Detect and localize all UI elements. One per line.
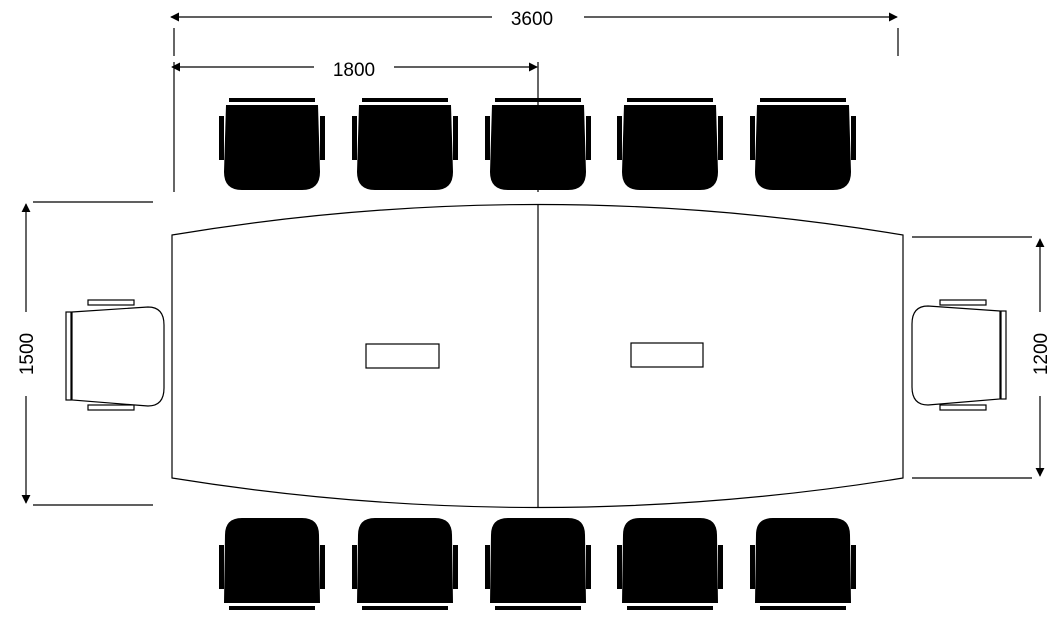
- dimension-right-width: 1200: [912, 236, 1052, 479]
- chair-top-1: [219, 98, 325, 190]
- chair-bottom-4: [617, 518, 723, 610]
- chair-top-5: [750, 98, 856, 190]
- cable-port-right: [630, 342, 704, 368]
- table-top-outline: [171, 203, 904, 509]
- dimension-total-length: 3600: [170, 9, 899, 56]
- dimension-label-half: 1800: [333, 60, 375, 81]
- chair-bottom-3: [485, 518, 591, 610]
- chair-top-2: [352, 98, 458, 190]
- dimension-label-total: 3600: [511, 9, 553, 30]
- conference-table: [171, 203, 904, 509]
- dimension-left-width: 1500: [17, 201, 153, 506]
- chair-bottom-1: [219, 518, 325, 610]
- chair-bottom-5: [750, 518, 856, 610]
- chair-bottom-2: [352, 518, 458, 610]
- dimension-label-right-width: 1200: [1031, 333, 1052, 375]
- chair-left-end: [65, 299, 165, 411]
- chair-top-3: [485, 98, 591, 190]
- chair-right-end: [911, 299, 1007, 411]
- cable-port-left: [365, 343, 440, 369]
- chair-top-4: [617, 98, 723, 190]
- dimension-label-left-width: 1500: [17, 333, 38, 375]
